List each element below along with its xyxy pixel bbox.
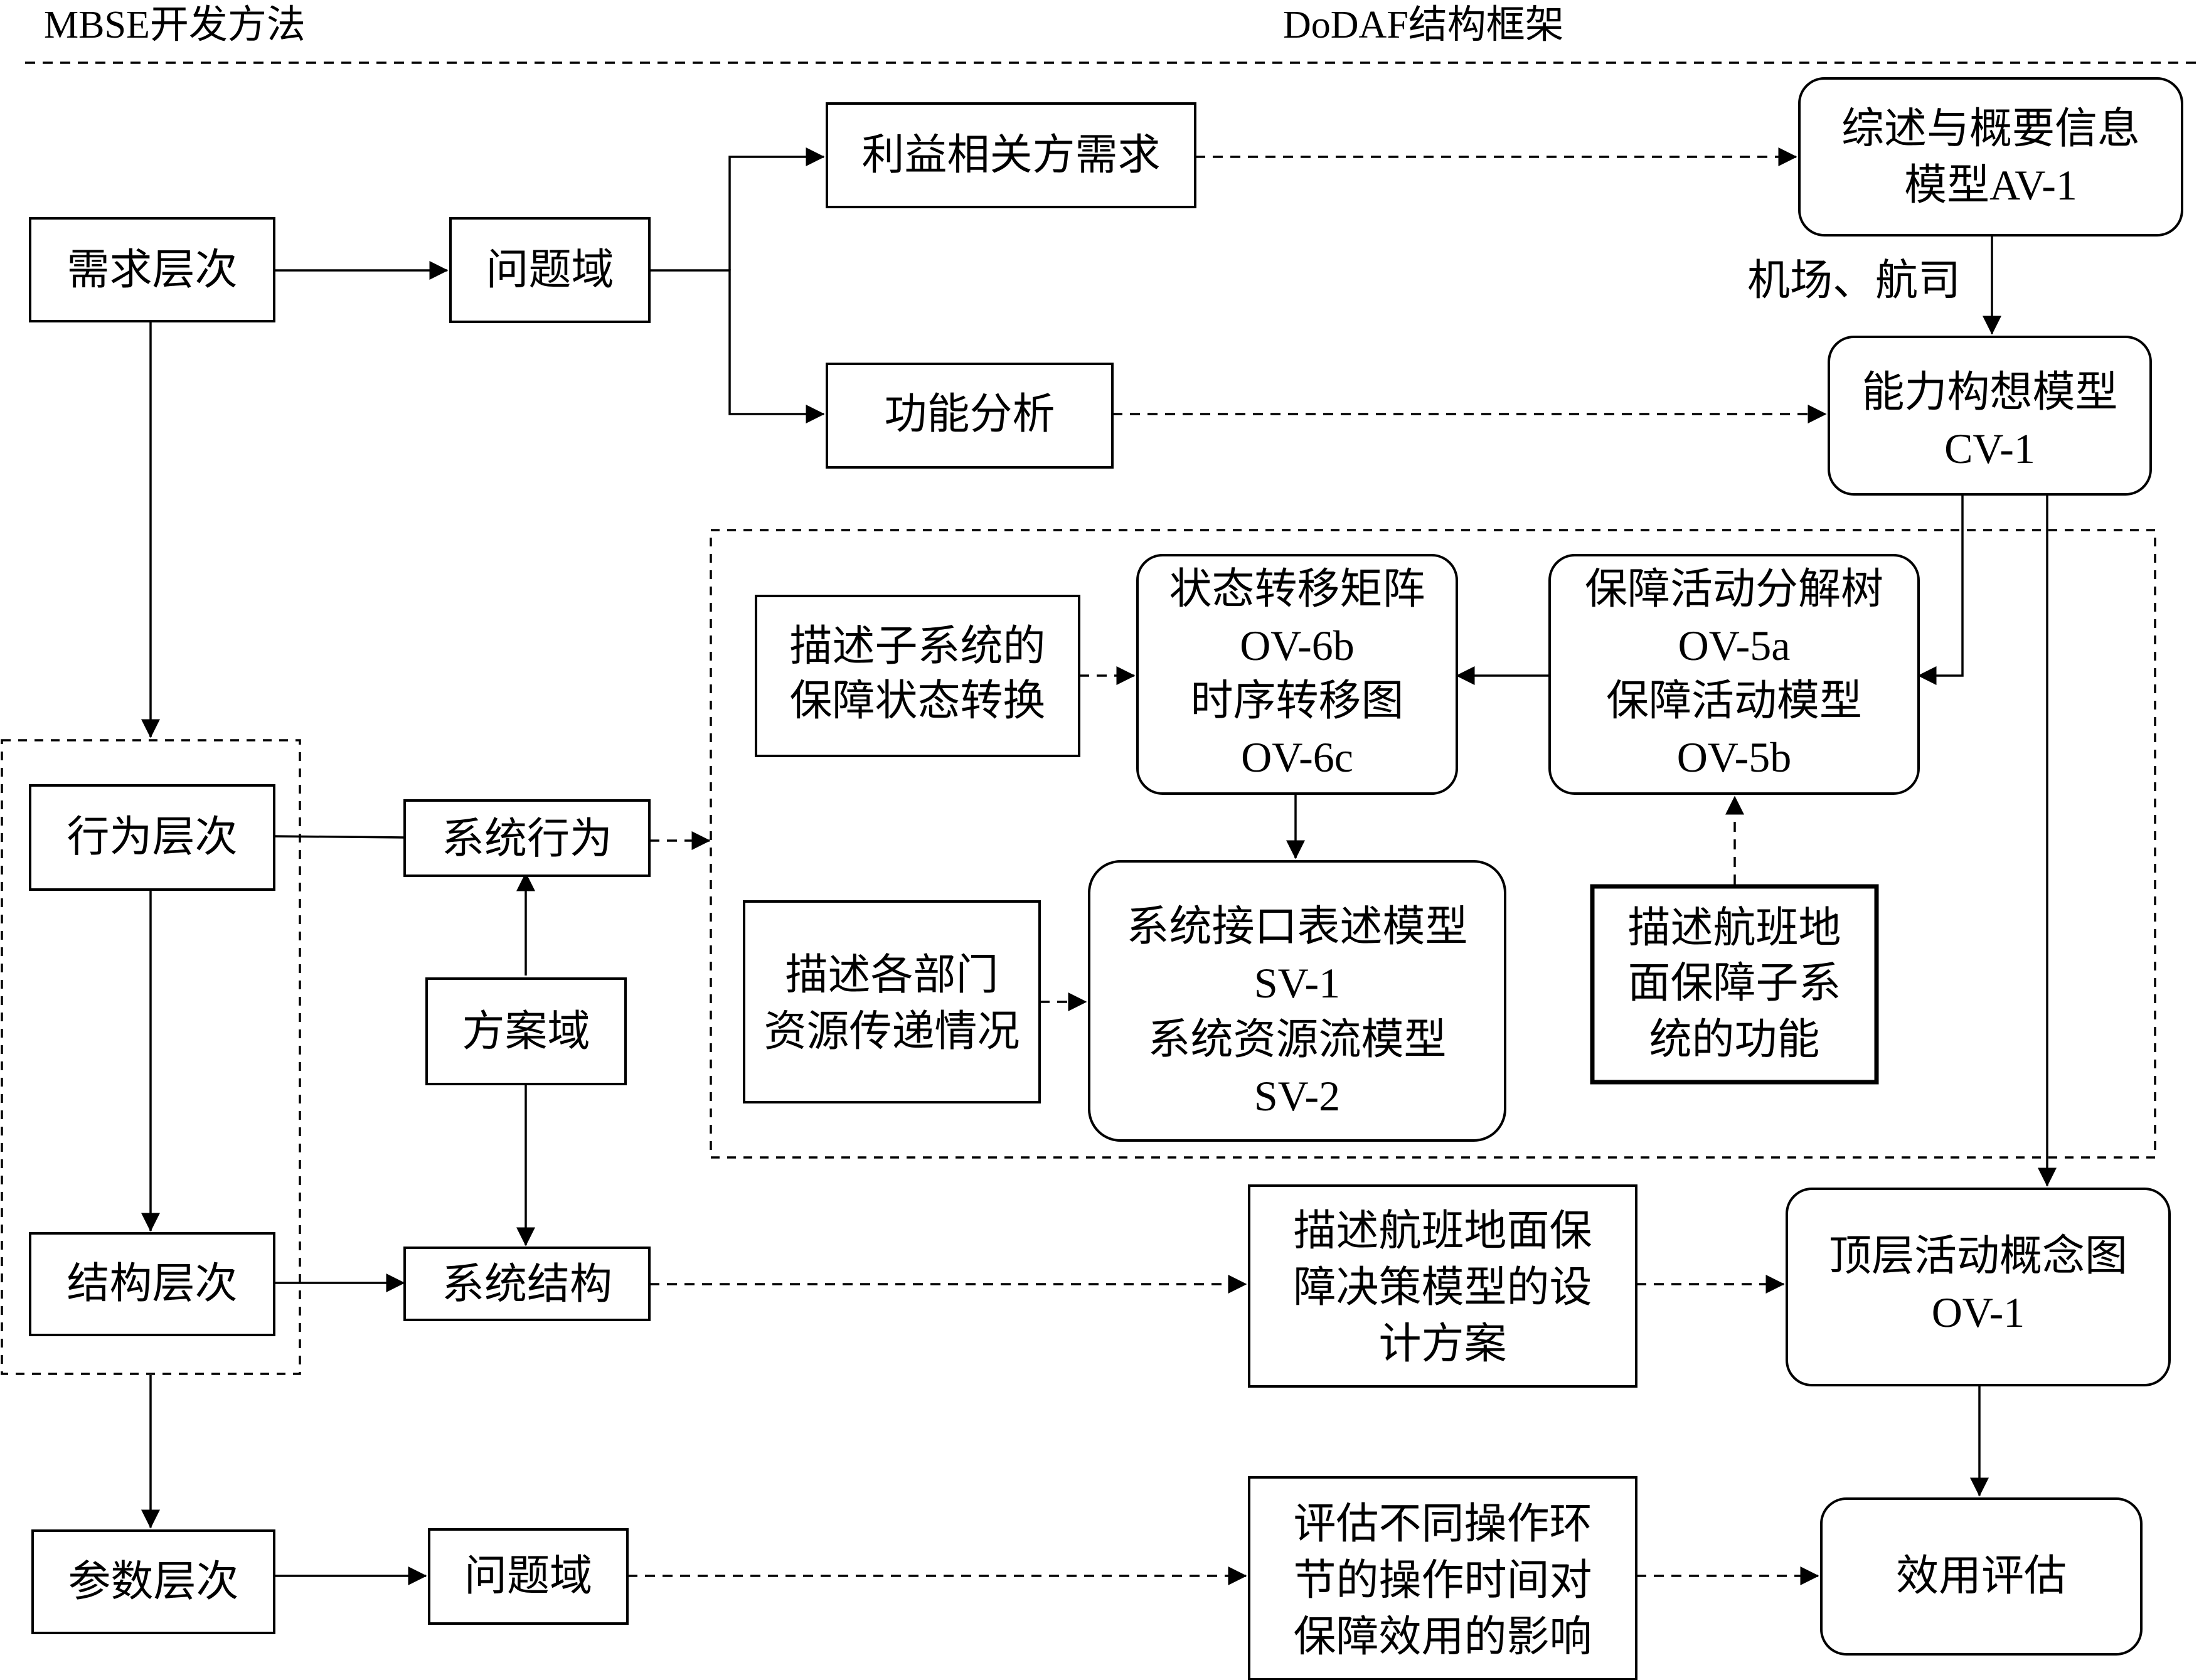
box-note-time-impact: 评估不同操作环 节的操作时间对 保障效用的影响 <box>1248 1476 1637 1680</box>
label-system-behavior: 系统行为 <box>442 815 612 863</box>
label-parameter-level: 参数层次 <box>68 1558 238 1605</box>
label-problem-domain-bottom: 问题域 <box>464 1552 592 1600</box>
label-note-dept-resource-2: 资源传递情况 <box>764 1007 1020 1055</box>
label-av1-line1: 综述与概要信息 <box>1841 105 2140 152</box>
label-ov1-line2: OV-1 <box>1932 1289 2025 1336</box>
label-note-time-impact-3: 保障效用的影响 <box>1293 1613 1592 1661</box>
box-av1: 综述与概要信息 模型AV-1 <box>1798 77 2183 237</box>
label-ov5-line4: OV-5b <box>1677 733 1792 781</box>
label-solution-domain: 方案域 <box>462 1007 590 1055</box>
label-ov5-line1: 保障活动分解树 <box>1585 565 1883 613</box>
box-note-dept-resource: 描述各部门 资源传递情况 <box>743 900 1041 1103</box>
box-ov6: 状态转移矩阵 OV-6b 时序转移图 OV-6c <box>1136 554 1458 795</box>
label-stakeholder-requirements: 利益相关方需求 <box>861 131 1160 179</box>
edge-label-airport-airline: 机场、航司 <box>1747 257 1961 304</box>
edge-problem-to-stakeholder <box>728 147 825 270</box>
box-note-design-scheme: 描述航班地面保 障决策模型的设 计方案 <box>1248 1184 1637 1388</box>
label-note-flight-function-1: 描述航班地 <box>1627 904 1841 952</box>
box-system-behavior: 系统行为 <box>403 799 651 877</box>
header-right: DoDAF结构框架 <box>1283 4 1564 46</box>
box-sv: 系统接口表述模型 SV-1 系统资源流模型 SV-2 <box>1088 860 1506 1142</box>
label-system-structure: 系统结构 <box>442 1260 612 1308</box>
label-note-flight-function-2: 面保障子系 <box>1627 959 1841 1007</box>
label-sv-line4: SV-2 <box>1254 1072 1340 1120</box>
box-solution-domain: 方案域 <box>425 977 627 1085</box>
label-behavior-level: 行为层次 <box>67 813 237 861</box>
box-structure-level: 结构层次 <box>29 1232 275 1336</box>
box-effectiveness-evaluation: 效用评估 <box>1820 1497 2143 1656</box>
label-ov6-line1: 状态转移矩阵 <box>1169 565 1425 613</box>
label-cv1-line2: CV-1 <box>1944 425 2035 472</box>
label-problem-domain-top: 问题域 <box>486 246 614 294</box>
label-note-design-scheme-2: 障决策模型的设 <box>1293 1263 1592 1311</box>
level-group-frame <box>1 739 301 1375</box>
edge-problem-branch <box>649 269 825 423</box>
label-note-time-impact-2: 节的操作时间对 <box>1293 1556 1592 1604</box>
label-note-subsystem-state-2: 保障状态转换 <box>789 677 1045 725</box>
box-note-flight-function: 描述航班地 面保障子系 统的功能 <box>1590 884 1879 1085</box>
label-cv1-line1: 能力构想模型 <box>1861 368 2117 416</box>
box-note-subsystem-state: 描述子系统的 保障状态转换 <box>755 595 1080 757</box>
label-note-design-scheme-3: 计方案 <box>1378 1320 1506 1368</box>
label-ov6-line3: 时序转移图 <box>1190 677 1403 725</box>
header-left: MBSE开发方法 <box>44 4 306 46</box>
box-cv1: 能力构想模型 CV-1 <box>1828 336 2152 496</box>
label-effectiveness-evaluation: 效用评估 <box>1896 1552 2067 1600</box>
box-ov5: 保障活动分解树 OV-5a 保障活动模型 OV-5b <box>1548 554 1920 795</box>
label-sv-line1: 系统接口表述模型 <box>1126 903 1467 950</box>
box-behavior-level: 行为层次 <box>29 784 275 891</box>
label-ov6-line4: OV-6c <box>1241 733 1353 781</box>
box-problem-domain-top: 问题域 <box>449 217 651 323</box>
label-ov1-line1: 顶层活动概念图 <box>1829 1232 2127 1280</box>
box-function-analysis: 功能分析 <box>826 363 1114 469</box>
label-ov6-line2: OV-6b <box>1240 622 1355 669</box>
label-note-time-impact-1: 评估不同操作环 <box>1293 1500 1592 1548</box>
box-ov1: 顶层活动概念图 OV-1 <box>1786 1188 2171 1386</box>
box-requirement-level: 需求层次 <box>29 217 275 322</box>
label-note-flight-function-3: 统的功能 <box>1649 1016 1819 1063</box>
label-requirement-level: 需求层次 <box>67 246 237 294</box>
edge-cv1-to-ov5 <box>1917 494 1964 685</box>
label-note-dept-resource-1: 描述各部门 <box>785 951 998 999</box>
label-ov5-line2: OV-5a <box>1678 622 1791 669</box>
box-stakeholder-requirements: 利益相关方需求 <box>826 102 1196 208</box>
label-ov5-line3: 保障活动模型 <box>1606 677 1862 725</box>
dodaf-behavior-frame <box>710 529 2156 1159</box>
label-note-subsystem-state-1: 描述子系统的 <box>789 622 1045 670</box>
box-system-structure: 系统结构 <box>403 1247 651 1321</box>
box-parameter-level: 参数层次 <box>31 1529 275 1634</box>
label-sv-line3: 系统资源流模型 <box>1147 1016 1446 1063</box>
edge-behavior-to-sysbehavior <box>274 835 405 839</box>
label-structure-level: 结构层次 <box>67 1260 237 1307</box>
label-av1-line2: 模型AV-1 <box>1904 161 2077 209</box>
label-sv-line2: SV-1 <box>1254 959 1340 1007</box>
label-note-design-scheme-1: 描述航班地面保 <box>1293 1207 1592 1255</box>
box-problem-domain-bottom: 问题域 <box>428 1528 629 1625</box>
label-function-analysis: 功能分析 <box>884 390 1055 438</box>
